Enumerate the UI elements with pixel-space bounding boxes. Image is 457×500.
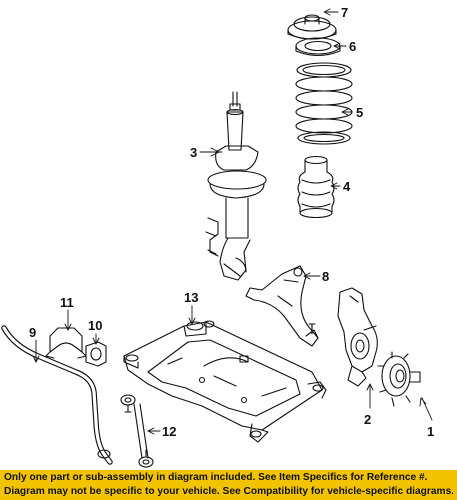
callout-4: 4 [343,179,351,194]
callout-8: 8 [322,269,329,284]
bearing-part-6 [295,37,341,57]
hub-part-1 [377,351,421,407]
knuckle-part-2 [337,287,378,387]
leader-13-arrow [188,317,196,325]
callout-10: 10 [88,318,102,333]
disclaimer-line-2: Diagram may not be specific to your vehi… [4,486,453,497]
leader-7-arrow [323,8,331,16]
callout-6: 6 [349,39,356,54]
leader-9-arrow [32,355,40,363]
disclaimer-banner: Only one part or sub-assembly in diagram… [0,470,457,500]
callout-labels: 7 6 5 4 3 8 2 1 9 11 10 12 13 [29,5,434,439]
leader-4-arrow [330,182,338,190]
coil-spring-part-5 [295,62,353,145]
bump-stop-part-4 [297,155,335,219]
strut-part-3 [205,91,267,281]
bushing-part-10 [85,341,107,367]
callout-1: 1 [427,424,434,439]
callout-3: 3 [190,145,197,160]
suspension-parts-diagram: 7 6 5 4 3 8 2 1 9 11 10 12 13 [1,5,434,468]
callout-12: 12 [162,424,176,439]
stabilizer-link-part-12 [120,394,154,468]
control-arm-part-8 [245,265,319,347]
callout-7: 7 [341,5,348,20]
callout-11: 11 [60,295,74,310]
leader-6-arrow [333,42,341,50]
disclaimer-line-1: Only one part or sub-assembly in diagram… [4,472,428,483]
leader-lines [32,8,433,435]
callout-9: 9 [29,325,36,340]
subframe-part-13 [123,320,327,443]
leader-3-arrow [210,147,220,157]
leader-1-arrow [419,397,427,407]
stabilizer-bar-part-9 [1,325,113,465]
leader-10-arrow [92,337,100,345]
clamp-part-11 [45,327,87,359]
callout-5: 5 [356,105,363,120]
leader-5-arrow [341,108,349,116]
callout-2: 2 [364,412,371,427]
strut-mount-part-7 [287,14,337,40]
leader-12-arrow [147,427,155,435]
leader-8-arrow [303,272,311,280]
leader-2-arrow [366,383,374,391]
callout-13: 13 [184,290,198,305]
leader-11-arrow [64,323,72,331]
